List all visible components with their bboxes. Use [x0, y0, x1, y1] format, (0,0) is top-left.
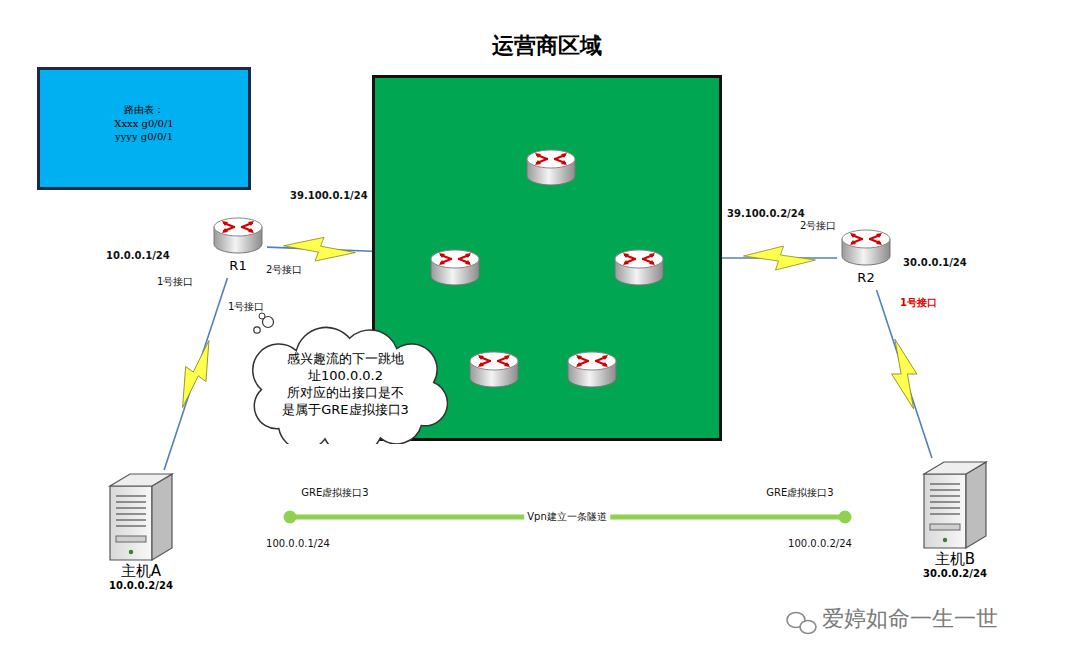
router: R2 [837, 226, 895, 290]
ip-address: 39.100.0.1/24 [290, 190, 368, 202]
region-title: 运营商区域 [375, 31, 719, 61]
ip-address: 39.100.0.2/24 [727, 208, 805, 220]
tunnel-endpoint [284, 511, 297, 524]
thought-bubble [259, 313, 265, 319]
callout-text: 感兴趣流的下一跳地 址100.0.0.2 所对应的出接口是不 是属于GRE虚拟接… [280, 351, 412, 419]
server-icon [920, 458, 990, 550]
ip-address: 30.0.0.2/24 [923, 568, 987, 580]
tunnel-endpoint [839, 511, 852, 524]
router-icon [840, 226, 892, 270]
annotation: 1号接口 [900, 297, 937, 309]
router-icon [212, 214, 264, 258]
lightning-link [267, 236, 372, 263]
thought-cloud: 感兴趣流的下一跳地 址100.0.0.2 所对应的出接口是不 是属于GRE虚拟接… [243, 326, 448, 444]
route-entry: yyyy g0/0/1 [40, 130, 248, 144]
link-line [877, 290, 932, 458]
server-icon [106, 470, 176, 562]
annotation: Vpn建立一条隧道 [524, 511, 610, 523]
link-line [164, 278, 227, 470]
ip-address: 10.0.0.2/24 [109, 580, 173, 592]
annotation: 1号接口 [157, 276, 193, 288]
annotation: 2号接口 [266, 264, 302, 276]
lightning-bolt [744, 246, 816, 270]
host-name: 主机A [121, 562, 161, 580]
lightning-link [164, 278, 227, 470]
host-name: 主机B [935, 550, 975, 568]
router-name: R1 [229, 258, 246, 274]
host: 主机B30.0.0.2/24 [912, 458, 998, 598]
ip-address: 30.0.0.1/24 [903, 257, 967, 269]
routing-table-box: 路由表：Xxxx g0/0/1yyyy g0/0/1 [37, 67, 251, 190]
host: 主机A10.0.0.2/24 [98, 470, 184, 610]
table-heading: 路由表： [40, 103, 248, 117]
watermark: 爱婷如命一生一世 [822, 606, 998, 632]
annotation: 1号接口 [228, 301, 264, 313]
lightning-bolt [283, 236, 356, 263]
lightning-bolt [882, 336, 927, 412]
wechat-icon [787, 613, 816, 634]
annotation: GRE虚拟接口3 [301, 487, 368, 499]
lightning-bolt [173, 336, 218, 412]
annotation: GRE虚拟接口3 [766, 487, 833, 499]
router-name: R2 [857, 270, 874, 286]
router: R1 [209, 214, 267, 278]
annotation: 100.0.0.2/24 [788, 538, 852, 550]
lightning-link [722, 246, 837, 270]
route-entry: Xxxx g0/0/1 [40, 117, 248, 131]
annotation: 100.0.0.1/24 [266, 538, 330, 550]
ip-address: 10.0.0.1/24 [106, 250, 170, 262]
lightning-link [877, 290, 932, 458]
thought-bubble [254, 327, 260, 333]
annotation: 2号接口 [800, 220, 836, 232]
